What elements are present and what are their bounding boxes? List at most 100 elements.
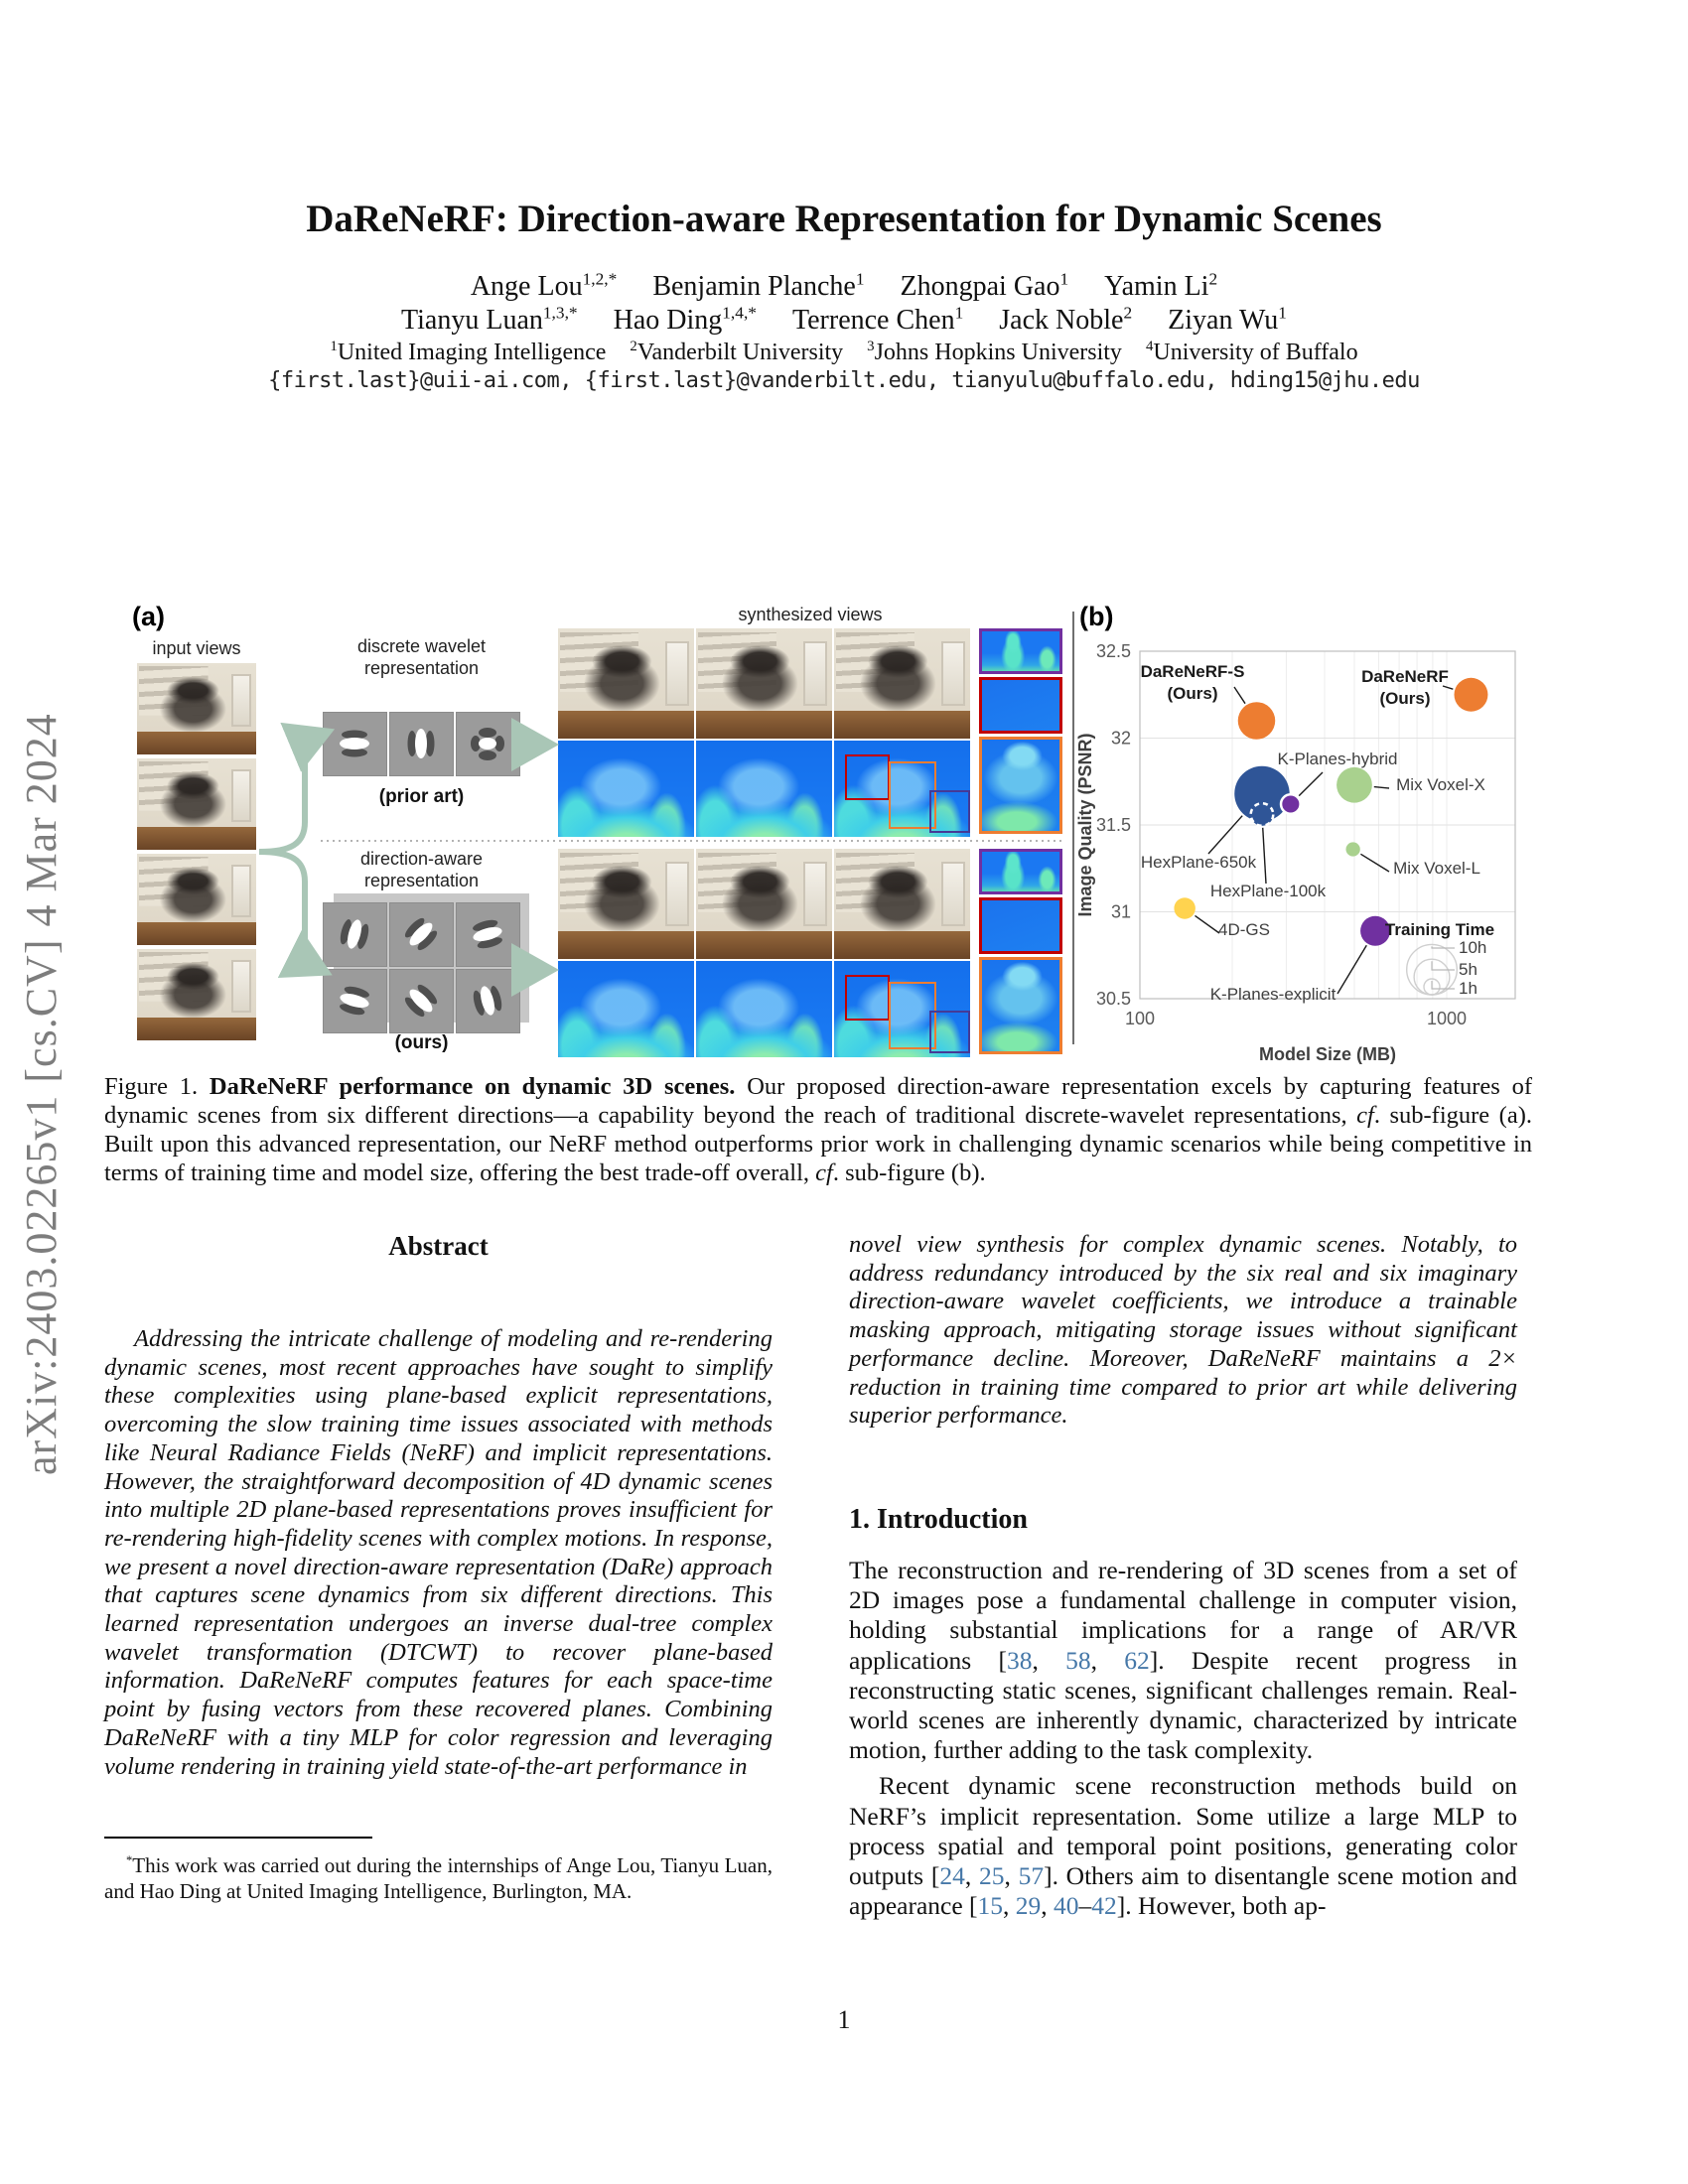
chart-bubble [1234, 765, 1290, 822]
introduction-heading: 1. Introduction [849, 1503, 1028, 1535]
label-leader-line [1360, 853, 1390, 873]
ours-label: (ours) [394, 1032, 449, 1053]
input-view-photo [137, 949, 256, 1040]
synthesized-rgb-view [558, 849, 694, 959]
author-emails: {first.last}@uii-ai.com, {first.last}@va… [268, 368, 1420, 393]
input-views-label: input views [152, 638, 241, 658]
input-view-photo [137, 854, 256, 945]
wavelet-tile--45deg [390, 970, 453, 1032]
input-view-photo [137, 663, 256, 754]
discrete-wavelet-tiles [324, 713, 522, 775]
y-tick-label: 31 [1111, 902, 1131, 922]
chart-bubble [1174, 897, 1196, 919]
paper-title: DaReNeRF: Direction-aware Representation… [306, 198, 1382, 240]
abstract-continuation: novel view synthesis for complex dynamic… [849, 1231, 1517, 1430]
y-tick-label: 30.5 [1096, 989, 1131, 1009]
affiliation: 2Vanderbilt University [630, 339, 844, 365]
authors-line-2: Tianyu Luan1,3,*Hao Ding1,4,*Terrence Ch… [0, 304, 1688, 337]
chart-point-label: HexPlane-650k [1141, 853, 1257, 872]
synthesized-rgb-view [696, 849, 832, 959]
label-leader-line [1373, 785, 1390, 789]
chart-point-label: DaReNeRF(Ours) [1361, 667, 1449, 708]
x-tick-label: 1000 [1427, 1009, 1467, 1028]
chart-bubble [1237, 702, 1276, 740]
page-number: 1 [837, 2005, 851, 2034]
legend-label: 10h [1459, 938, 1486, 957]
citation-link[interactable]: 62 [1124, 1645, 1150, 1675]
synthesized-rgb-view [834, 849, 970, 959]
citation-link[interactable]: 29 [1015, 1891, 1042, 1921]
citation-link[interactable]: 57 [1018, 1860, 1045, 1890]
roi-box [844, 974, 891, 1022]
affiliation: 3Johns Hopkins University [867, 339, 1122, 365]
wavelet-tile-75deg [324, 903, 386, 966]
synthesized-depth-view [558, 961, 694, 1057]
wavelet-tile-diagonal [457, 713, 519, 775]
chart-bubble [1279, 792, 1302, 816]
synthesized-rgb-view [834, 628, 970, 739]
synthesized-depth-view [696, 961, 832, 1057]
y-tick-label: 32 [1111, 729, 1131, 749]
label-leader-line [1195, 914, 1220, 934]
input-views-column [137, 663, 256, 1044]
citation-link[interactable]: 40 [1054, 1891, 1079, 1921]
roi-box [888, 982, 936, 1050]
chart-bubble [1360, 915, 1391, 946]
label-leader-line [1233, 686, 1246, 705]
synthesized-depth-view [834, 961, 970, 1057]
author-name: Hao Ding1,4,* [613, 304, 757, 337]
author-name: Yamin Li2 [1104, 270, 1218, 303]
chart-bubble [1336, 766, 1372, 803]
bracket-arrow-bottom [258, 849, 333, 979]
wavelet-tile-45deg [390, 903, 453, 966]
citation-link[interactable]: 38 [1006, 1645, 1033, 1675]
zoom-crop-crop1 [979, 849, 1062, 894]
citation-link[interactable]: 24 [939, 1860, 965, 1890]
synth-block-ours [558, 849, 1062, 1057]
legend-label: 5h [1459, 960, 1477, 979]
synthesized-depth-view [696, 741, 832, 837]
y-axis-title: Image Quality (PSNR) [1077, 733, 1095, 916]
intro-paragraph-2: Recent dynamic scene reconstruction meth… [849, 1771, 1518, 1921]
abstract-text: Addressing the intricate challenge of mo… [104, 1325, 773, 1780]
citation-link[interactable]: 15 [977, 1891, 1004, 1921]
roi-box [888, 761, 936, 830]
footnote-text: *This work was carried out during the in… [104, 1853, 773, 1903]
panel-divider [1072, 612, 1074, 1044]
citation-link[interactable]: 58 [1065, 1645, 1091, 1675]
wavelet-tile--75deg [457, 970, 519, 1032]
wavelet-tile-vertical [390, 713, 453, 775]
synthesized-depth-view [834, 741, 970, 837]
abstract-heading: Abstract [388, 1231, 489, 1261]
citation-link[interactable]: 42 [1091, 1891, 1117, 1921]
intro-paragraph-1: The reconstruction and re-rendering of 3… [849, 1555, 1517, 1765]
right-column: novel view synthesis for complex dynamic… [849, 1231, 1517, 1921]
chart-bubble [1345, 842, 1360, 857]
chart-point-label: K-Planes-explicit [1210, 985, 1336, 1004]
synthesized-depth-view [558, 741, 694, 837]
roi-box [928, 1011, 970, 1054]
affiliation: 4University of Buffalo [1145, 339, 1358, 365]
author-name: Jack Noble2 [999, 304, 1133, 337]
plot-border [1139, 650, 1516, 1000]
footnote-rule [104, 1837, 372, 1839]
legend-title: Training Time [1385, 920, 1494, 939]
panel-a-tag: (a) [132, 602, 165, 631]
zoom-crop-crop3 [979, 737, 1062, 834]
panel-b-tag: (b) [1079, 602, 1114, 631]
author-name: Tianyu Luan1,3,* [401, 304, 578, 337]
zoom-crop-crop2 [979, 677, 1062, 734]
x-tick-label: 100 [1125, 1009, 1155, 1028]
citation-link[interactable]: 25 [978, 1860, 1005, 1890]
chart-point-label: K-Planes-hybrid [1278, 750, 1398, 768]
zoom-crop-crop2 [979, 897, 1062, 954]
author-name: Ziyan Wu1 [1168, 304, 1287, 337]
